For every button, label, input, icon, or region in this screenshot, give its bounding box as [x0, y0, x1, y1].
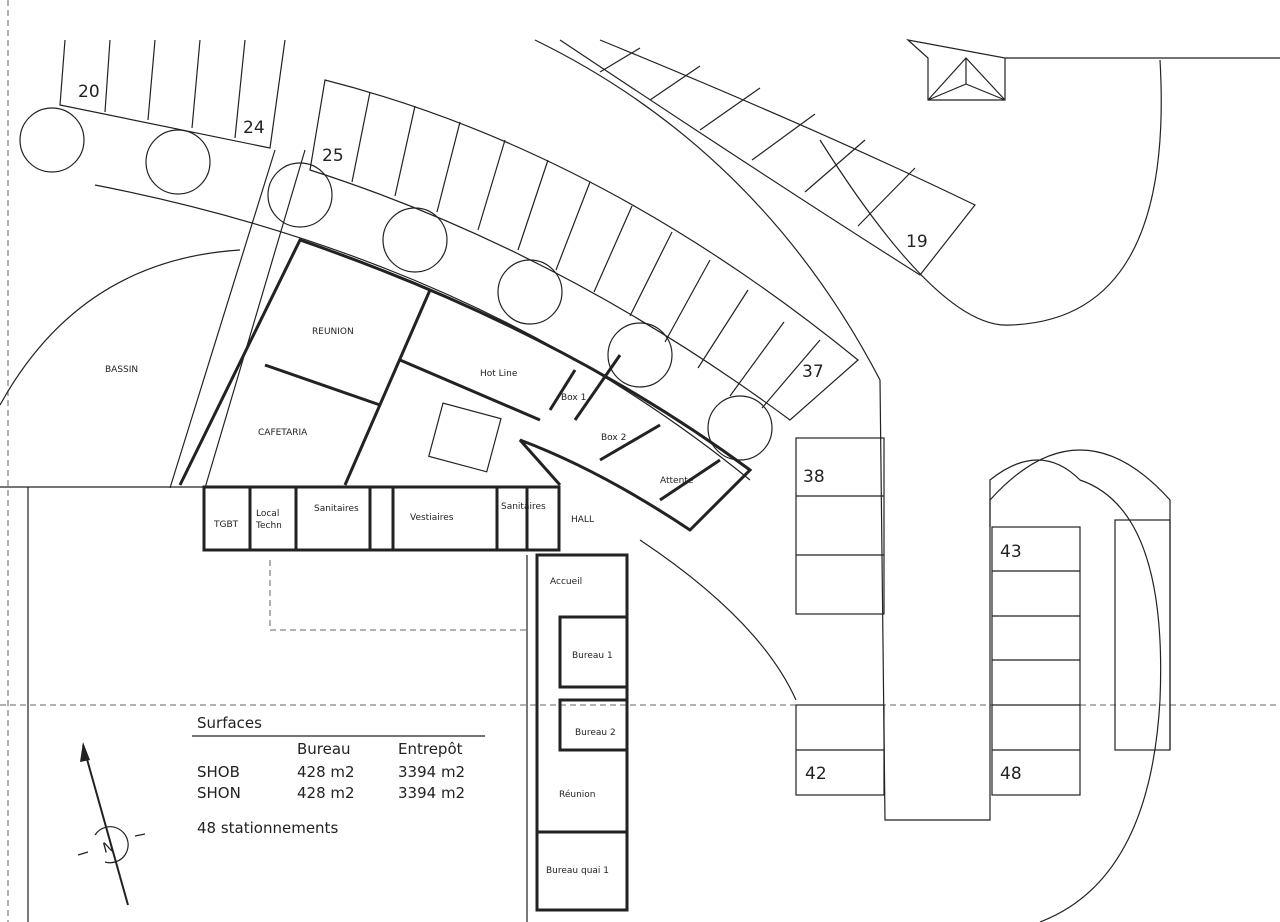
room-label: Local — [256, 509, 279, 519]
room-label: CAFETARIA — [258, 428, 308, 438]
surfaces-title: Surfaces — [197, 714, 262, 732]
room-label: Box 2 — [601, 433, 626, 443]
road-edge — [534, 39, 1162, 922]
room-label: Vestiaires — [410, 513, 454, 523]
parking-number: 24 — [243, 118, 265, 138]
col-header-bureau: Bureau — [297, 740, 351, 758]
cell-shob-entrepot: 3394 m2 — [398, 763, 465, 781]
room-label: Hot Line — [480, 369, 518, 379]
parking-col-38-42 — [795, 437, 885, 796]
parking-row-25-37 — [309, 79, 859, 421]
road-curve-top-right — [819, 59, 1162, 326]
cell-shob-bureau: 428 m2 — [297, 763, 355, 781]
room-label: Réunion — [559, 789, 596, 800]
building-wedge — [94, 149, 753, 532]
room-label: Bureau 2 — [575, 728, 616, 738]
room-label: REUNION — [312, 327, 354, 337]
row-label-shon: SHON — [197, 784, 241, 802]
parking-number: 25 — [322, 146, 344, 166]
room-label: Accueil — [550, 577, 582, 587]
room-label: TGBT — [213, 520, 239, 530]
north-letter: N — [101, 839, 115, 857]
service-wing — [0, 485, 561, 922]
driveway — [639, 539, 797, 701]
parking-number: 38 — [803, 467, 825, 487]
parking-number: 20 — [78, 82, 100, 102]
office-wing — [526, 553, 629, 922]
bassin-outline — [0, 249, 241, 406]
parking-number: 43 — [1000, 542, 1022, 562]
parking-col-43-48 — [989, 449, 1171, 796]
parking-number: 48 — [1000, 764, 1022, 784]
room-label: BASSIN — [105, 365, 138, 375]
pyramid-icon — [927, 57, 1006, 101]
parking-note: 48 stationnements — [197, 819, 338, 837]
room-label: Box 1 — [561, 393, 586, 403]
row-label-shob: SHOB — [197, 763, 240, 781]
parking-row-20-24 — [59, 39, 286, 149]
parking-row-19 — [559, 39, 976, 276]
room-label: Attente — [660, 476, 694, 486]
room-label: Bureau 1 — [572, 651, 613, 661]
room-label: HALL — [571, 515, 594, 525]
surfaces-table: Surfaces Bureau Entrepôt SHOB 428 m2 339… — [192, 714, 485, 837]
north-arrow-icon: N — [77, 742, 146, 906]
room-label: Techn — [255, 521, 282, 531]
parking-number: 19 — [906, 232, 928, 252]
col-header-entrepot: Entrepôt — [398, 740, 463, 758]
room-label: Bureau quai 1 — [546, 866, 609, 876]
cell-shon-entrepot: 3394 m2 — [398, 784, 465, 802]
structure-box — [906, 39, 1006, 101]
room-label: Sanitaires — [501, 502, 546, 512]
room-label: Sanitaires — [314, 504, 359, 514]
parking-number: 42 — [805, 764, 827, 784]
cell-shon-bureau: 428 m2 — [297, 784, 355, 802]
parking-number: 37 — [802, 362, 824, 382]
